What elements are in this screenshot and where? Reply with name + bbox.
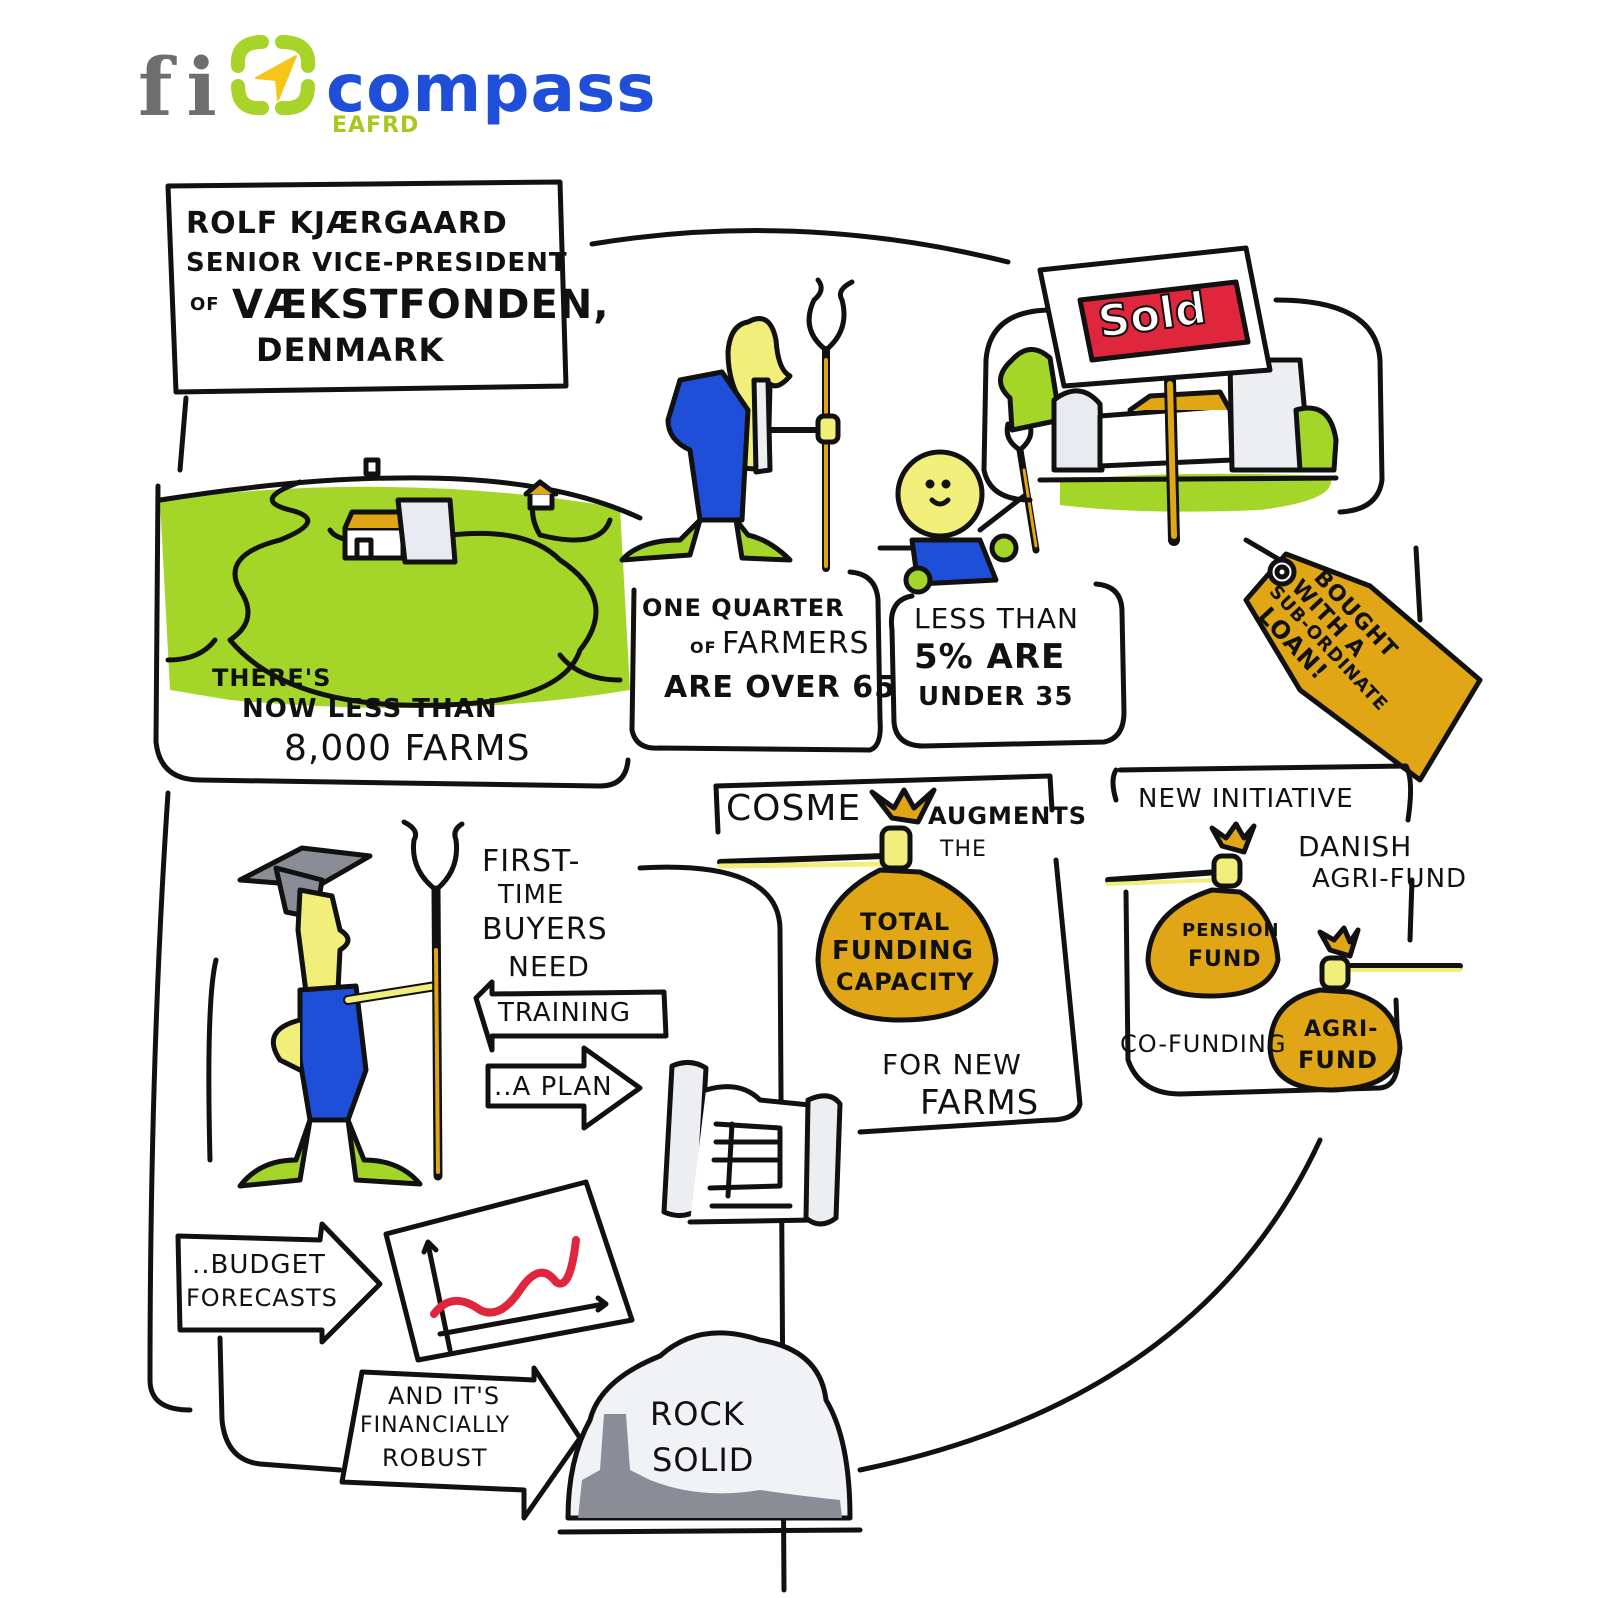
farms-panel-frame bbox=[153, 483, 631, 789]
bag-total-line3: Capacity bbox=[836, 968, 975, 996]
old-farmer-illustration bbox=[619, 277, 855, 572]
robust-arrow-label-line2[interactable]: financially bbox=[360, 1413, 511, 1438]
robust-arrow-label-line3[interactable]: robust bbox=[382, 1444, 488, 1472]
old-farmer-line2: farmers bbox=[722, 626, 870, 661]
sold-panel-frame bbox=[981, 307, 1055, 503]
sold-panel-frame-right bbox=[1273, 297, 1385, 515]
money-bag-agri-fund bbox=[1267, 925, 1403, 1093]
bag-total-line2: Funding bbox=[832, 936, 974, 966]
logo-subtitle: EAFRD bbox=[332, 113, 420, 138]
pension-bag-line2: Fund bbox=[1188, 947, 1262, 972]
initiative-panel-frame-right bbox=[1407, 877, 1415, 943]
speaker-title: Senior Vice-President bbox=[186, 248, 568, 278]
initiative-panel-frame bbox=[1117, 763, 1414, 823]
young-farmer-line1: Less than bbox=[914, 602, 1079, 635]
agri-bag-line1: Agri- bbox=[1304, 1017, 1379, 1042]
farms-stat-line2: now less than bbox=[242, 694, 498, 724]
cosme-augments: augments bbox=[928, 802, 1088, 830]
robust-arrow[interactable] bbox=[339, 1365, 583, 1521]
graduate-farmer-illustration bbox=[237, 819, 465, 1189]
compass-logo-icon bbox=[230, 35, 316, 116]
left-outline-line bbox=[177, 395, 189, 473]
initiative-panel-frame-left-top bbox=[1110, 767, 1119, 803]
agri-bag-line2: Fund bbox=[1298, 1046, 1378, 1074]
price-tag-illustration bbox=[1243, 537, 1483, 783]
lower-outline-curve bbox=[147, 790, 193, 1413]
cosme-bottom-line1: for new bbox=[882, 1048, 1022, 1081]
budget-arrow-label-line1[interactable]: ..Budget bbox=[192, 1250, 326, 1280]
old-farmer-panel-frame bbox=[629, 569, 883, 753]
cosme-panel-frame-right bbox=[857, 857, 1083, 1135]
young-farmer-line2: 5% are bbox=[914, 637, 1066, 677]
money-bag-pension-fund bbox=[1145, 821, 1281, 999]
initiative-title: New initiative bbox=[1138, 784, 1354, 814]
bottom-big-arc bbox=[857, 1137, 1323, 1473]
business-plan-scroll bbox=[661, 1060, 843, 1227]
buyers-line1: First- bbox=[482, 844, 581, 879]
buyer-panel-frame-left bbox=[206, 957, 219, 1163]
young-farmer-panel-frame bbox=[888, 581, 1127, 749]
old-farmer-line3: are over 65 bbox=[664, 670, 896, 705]
right-outline-line bbox=[1413, 545, 1423, 623]
buyers-line2: time bbox=[498, 880, 565, 910]
fund-name-line2: Agri-Fund bbox=[1312, 864, 1468, 894]
bag-total-line1: Total bbox=[860, 908, 951, 936]
pension-bag-line1: Pension bbox=[1182, 920, 1280, 941]
rock-solid-illustration bbox=[557, 1330, 863, 1535]
money-bag-total-funding bbox=[815, 787, 999, 1023]
speaker-name: Rolf Kjærgaard bbox=[186, 206, 508, 241]
cosme-the: the bbox=[940, 837, 987, 862]
rock-label-line1: Rock bbox=[650, 1395, 745, 1433]
logo-prefix: fi bbox=[138, 40, 231, 134]
training-arrow[interactable] bbox=[473, 979, 669, 1053]
speaker-box-frame bbox=[165, 179, 569, 395]
buyers-line4: need bbox=[508, 950, 590, 983]
upper-outline-curve bbox=[589, 228, 1011, 265]
fund-name-line1: Danish bbox=[1298, 830, 1413, 863]
young-farmer-illustration bbox=[877, 421, 1040, 595]
old-farmer-line2-prefix: of bbox=[690, 638, 717, 657]
cosme-bottom-line2: farms bbox=[920, 1083, 1040, 1123]
buyers-line3: buyers bbox=[482, 912, 608, 947]
training-arrow-label[interactable]: Training bbox=[498, 998, 632, 1028]
house-for-sale-illustration bbox=[998, 245, 1339, 546]
farms-stat-value: 8,000 farms bbox=[284, 728, 531, 769]
plan-arrow-label[interactable]: ..a plan bbox=[494, 1072, 613, 1102]
budget-forecast-chart bbox=[383, 1179, 635, 1363]
cosme-label: COSME bbox=[726, 788, 862, 829]
plan-arrow[interactable] bbox=[485, 1045, 643, 1131]
speaker-org: Vækstfonden, bbox=[232, 282, 610, 328]
farms-stat-line1: There's bbox=[212, 664, 332, 692]
cosme-panel-frame bbox=[713, 773, 1055, 813]
old-farmer-line1: One quarter bbox=[642, 594, 845, 622]
budget-arrow[interactable] bbox=[175, 1221, 383, 1345]
speaker-org-prefix: of bbox=[190, 294, 220, 315]
speaker-country: Denmark bbox=[256, 331, 445, 369]
robust-arrow-label-line1[interactable]: And it's bbox=[388, 1382, 501, 1410]
rock-label-line2: Solid bbox=[652, 1441, 755, 1479]
cosme-panel-frame-left bbox=[713, 783, 721, 835]
center-divider-line bbox=[637, 864, 787, 1593]
budget-arrow-label-line2[interactable]: forecasts bbox=[186, 1284, 338, 1312]
young-farmer-line3: under 35 bbox=[918, 682, 1074, 712]
cofunding-label: Co-funding bbox=[1120, 1030, 1287, 1058]
logo-name: compass bbox=[326, 50, 657, 127]
farmland-illustration bbox=[157, 457, 643, 708]
